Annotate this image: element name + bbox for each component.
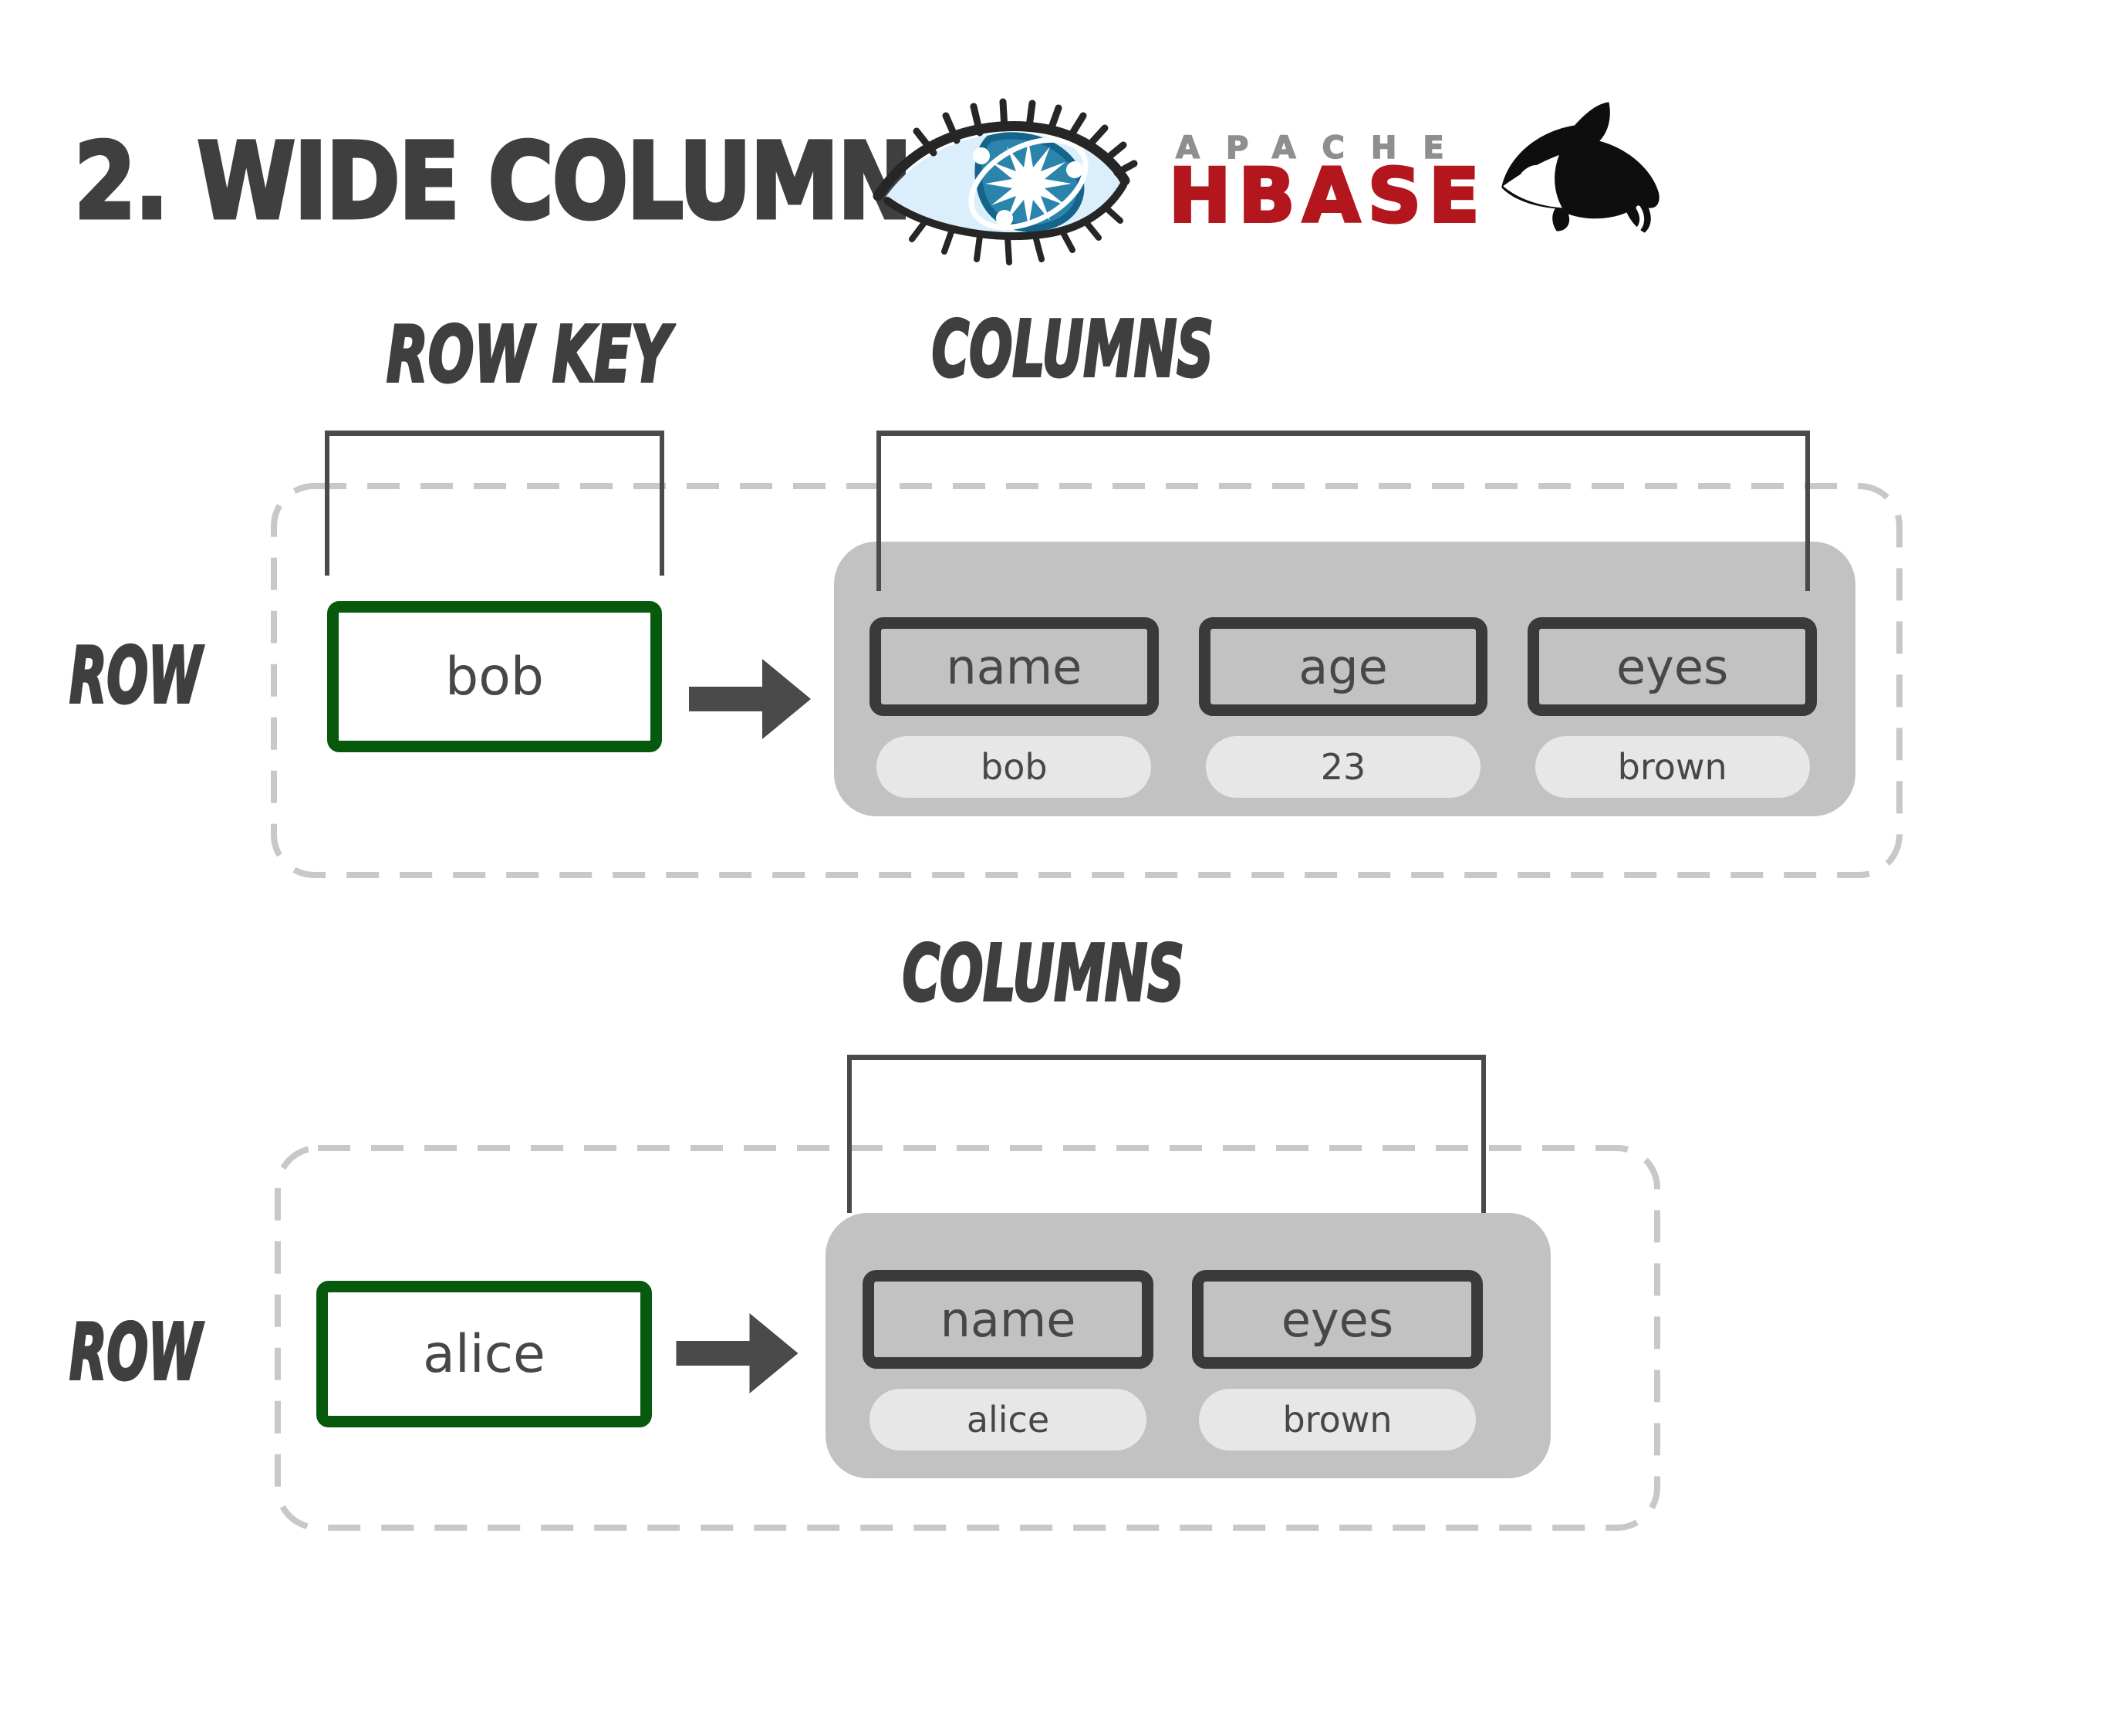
- column: name alice: [863, 1270, 1153, 1451]
- row-key-value: bob: [445, 646, 544, 708]
- columns-container: name bob age 23 eyes brown: [834, 542, 1855, 816]
- orca-whale-icon: [1501, 102, 1659, 233]
- columns-bracket: [847, 1055, 1486, 1213]
- column: name bob: [869, 617, 1159, 798]
- column-value: bob: [981, 746, 1048, 788]
- cassandra-eye-icon: [873, 98, 1138, 265]
- row-dashed-outline: [275, 1145, 1660, 1531]
- row-label: ROW: [69, 630, 203, 721]
- column-name: name: [946, 638, 1082, 695]
- column-header: name: [869, 617, 1159, 716]
- column-name: eyes: [1281, 1291, 1394, 1348]
- column-header: eyes: [1192, 1270, 1483, 1369]
- column-header: age: [1198, 617, 1488, 716]
- column: age 23: [1198, 617, 1488, 798]
- columns-container: name alice eyes brown: [826, 1213, 1551, 1478]
- column: eyes brown: [1528, 617, 1818, 798]
- apache-wordmark: APACHE: [1175, 130, 1470, 166]
- column-value-pill: 23: [1206, 736, 1481, 798]
- row-key-value: alice: [423, 1323, 545, 1385]
- row-key-box: bob: [327, 601, 662, 752]
- column-value: brown: [1617, 746, 1727, 788]
- column-name: eyes: [1616, 638, 1729, 695]
- arrow-right-icon: [689, 659, 811, 739]
- arrow-right-icon: [676, 1313, 799, 1393]
- columns-label: COLUMNS: [930, 304, 1214, 394]
- row-label: ROW: [69, 1307, 203, 1397]
- row-key-bracket: [325, 431, 664, 576]
- columns-label: COLUMNS: [901, 928, 1185, 1018]
- column-value-pill: alice: [869, 1389, 1146, 1451]
- column-value: 23: [1320, 746, 1366, 788]
- column-value-pill: bob: [876, 736, 1152, 798]
- column-value-pill: brown: [1199, 1389, 1476, 1451]
- row-key-label: ROW KEY: [386, 309, 672, 400]
- column-name: name: [940, 1291, 1076, 1348]
- hbase-wordmark: HBASE: [1167, 153, 1487, 239]
- column-value: brown: [1282, 1399, 1393, 1440]
- column-value: alice: [966, 1399, 1050, 1440]
- page-title: 2. WIDE COLUMN: [73, 121, 914, 243]
- column-header: name: [863, 1270, 1153, 1369]
- column-header: eyes: [1528, 617, 1818, 716]
- row-dashed-outline: [271, 483, 1903, 878]
- column: eyes brown: [1192, 1270, 1483, 1451]
- column-name: age: [1298, 638, 1388, 695]
- column-value-pill: brown: [1535, 736, 1810, 798]
- row-key-box: alice: [316, 1281, 652, 1427]
- columns-bracket: [876, 431, 1810, 591]
